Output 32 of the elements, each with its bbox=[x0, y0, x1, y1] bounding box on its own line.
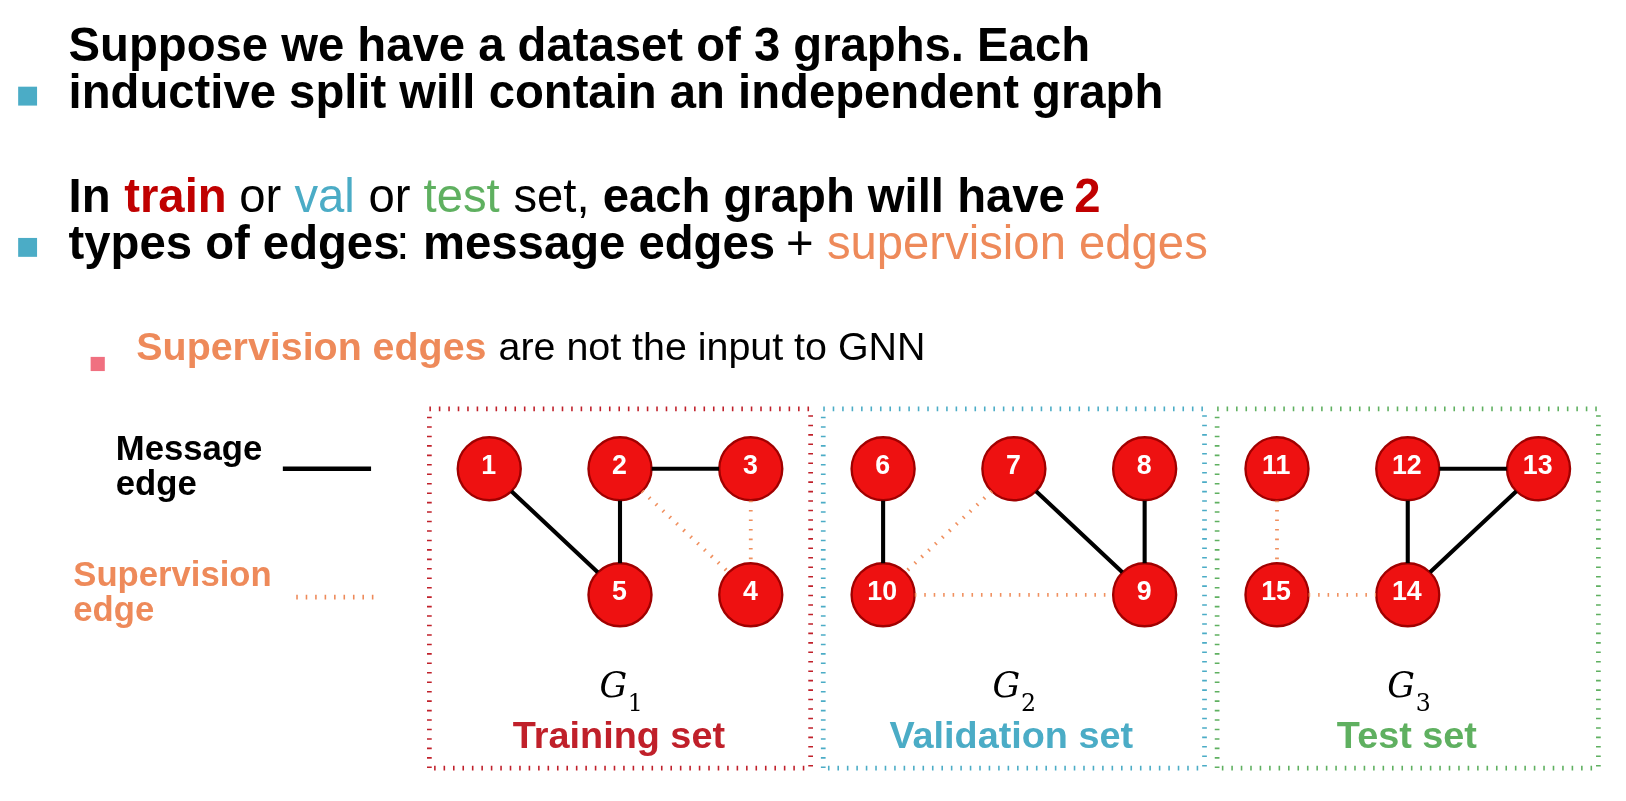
node-circle: 7 bbox=[981, 435, 1047, 501]
legend-label: Message edge bbox=[115, 428, 263, 502]
node-circle: 4 bbox=[718, 561, 784, 627]
connector bbox=[640, 489, 730, 574]
connector bbox=[651, 466, 719, 471]
connector bbox=[1308, 592, 1376, 597]
node-circle: 8 bbox=[1111, 435, 1178, 501]
node-circle: 14 bbox=[1375, 561, 1441, 627]
node-circle: 15 bbox=[1244, 561, 1310, 627]
node-circle: 10 bbox=[850, 561, 916, 627]
node-circle: 5 bbox=[587, 561, 653, 627]
label: Suppose we have a dataset of 3 graphs. Each inductive split will contain an independent graph bbox=[68, 17, 1164, 118]
connector bbox=[1405, 500, 1410, 563]
connector bbox=[1428, 489, 1518, 574]
connector bbox=[881, 500, 886, 563]
connector bbox=[510, 489, 600, 574]
connector bbox=[1142, 500, 1147, 563]
node-circle: 11 bbox=[1244, 435, 1310, 501]
node-circle: 9 bbox=[1111, 561, 1178, 627]
node-circle: 1 bbox=[456, 435, 522, 501]
connector bbox=[1034, 489, 1124, 574]
node-circle: 12 bbox=[1375, 435, 1441, 501]
node-circle: 13 bbox=[1505, 435, 1572, 501]
connector bbox=[617, 500, 623, 563]
node-circle: 2 bbox=[587, 435, 653, 501]
label: In train or val or test set, each graph will have 2 types of edges: message edges + supervision edges bbox=[68, 168, 1208, 269]
label: Supervision edges are not the input to GNN bbox=[136, 323, 926, 368]
legend-label: Supervision edge bbox=[73, 554, 272, 628]
node-circle: 6 bbox=[850, 435, 916, 501]
connector bbox=[1439, 466, 1507, 471]
node-circle: 3 bbox=[718, 435, 784, 501]
connector bbox=[904, 489, 993, 574]
